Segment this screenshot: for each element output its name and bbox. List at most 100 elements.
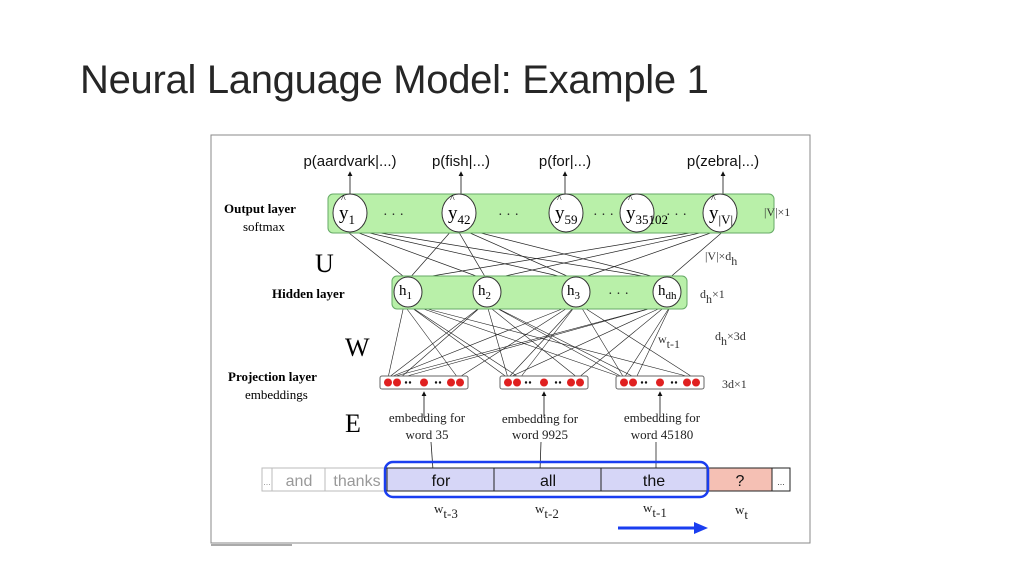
hidden-layer-label: Hidden layer bbox=[272, 286, 345, 301]
weight-edge bbox=[635, 304, 672, 379]
svg-text:h2: h2 bbox=[478, 283, 491, 302]
svg-text:hdh: hdh bbox=[658, 283, 677, 302]
weight-edge bbox=[347, 228, 488, 281]
weight-edge bbox=[411, 304, 695, 379]
U-dim: |V|×dh bbox=[705, 249, 737, 268]
word-for: for bbox=[432, 473, 451, 490]
edges bbox=[343, 171, 727, 379]
svg-text:y1: y1 bbox=[339, 203, 355, 227]
projection-vector bbox=[499, 375, 589, 418]
hidden-ellipsis: · · · bbox=[608, 287, 629, 302]
weight-edge bbox=[387, 304, 573, 379]
output-prob-zebra: p(zebra|...) bbox=[687, 153, 759, 170]
word-ellipsis-after: ... bbox=[777, 477, 785, 487]
weight-edge bbox=[399, 304, 484, 379]
arrow-right-icon bbox=[618, 522, 708, 534]
output-ellipsis: · · · bbox=[666, 208, 687, 223]
weight-edge bbox=[403, 304, 459, 379]
projection-dim: 3d×1 bbox=[722, 377, 747, 391]
W-matrix-label: W bbox=[345, 333, 370, 362]
weight-edge bbox=[387, 304, 406, 379]
projection-vector bbox=[615, 375, 705, 418]
weight-edge bbox=[456, 228, 488, 281]
weight-edge bbox=[460, 228, 577, 281]
output-node: y1^ bbox=[332, 193, 368, 233]
context-window bbox=[383, 460, 710, 499]
weight-edge bbox=[407, 228, 454, 281]
embedding-label: word 35 bbox=[406, 427, 449, 442]
word-target: ? bbox=[736, 473, 745, 490]
weight-edge bbox=[464, 227, 668, 281]
embedding-label: embedding for bbox=[502, 411, 579, 426]
output-node: y|V|^ bbox=[702, 193, 738, 233]
hidden-node: hdh bbox=[652, 276, 682, 308]
weight-edge bbox=[399, 304, 664, 379]
weight-edge bbox=[575, 228, 723, 281]
weight-edge bbox=[407, 227, 715, 281]
output-node: y59^ bbox=[548, 193, 584, 233]
hidden-node: h2 bbox=[472, 276, 502, 308]
weight-edge bbox=[387, 304, 484, 379]
output-ellipsis: · · · bbox=[383, 208, 404, 223]
word-all: all bbox=[540, 473, 556, 490]
projection-layer-sublabel: embeddings bbox=[245, 387, 308, 402]
output-dim: |V|×1 bbox=[764, 205, 790, 219]
embedding-label: embedding for bbox=[624, 410, 701, 425]
weight-edge bbox=[457, 304, 573, 379]
word-the: the bbox=[643, 473, 665, 490]
weight-edge bbox=[579, 304, 695, 379]
svg-text:^: ^ bbox=[341, 194, 346, 205]
svg-text:y|V|: y|V| bbox=[709, 203, 733, 227]
U-matrix-label: U bbox=[315, 249, 334, 278]
weight-edge bbox=[507, 304, 668, 379]
weight-edge bbox=[486, 304, 579, 379]
W-note: wt-1 bbox=[658, 332, 680, 351]
W-dim: dh×3d bbox=[715, 329, 746, 348]
word-thanks: thanks bbox=[333, 473, 380, 490]
output-layer-label: Output layer bbox=[224, 201, 296, 216]
hidden-node: h3 bbox=[561, 276, 591, 308]
weight-edge bbox=[490, 304, 625, 379]
svg-text:y42: y42 bbox=[448, 203, 471, 227]
weight-edge bbox=[387, 304, 664, 379]
weight-edge bbox=[407, 304, 509, 379]
weight-edge bbox=[579, 304, 625, 379]
weight-edge bbox=[407, 304, 521, 379]
output-prob-aardvark: p(aardvark|...) bbox=[303, 153, 396, 170]
svg-text:^: ^ bbox=[711, 194, 716, 205]
svg-text:h3: h3 bbox=[567, 283, 581, 302]
output-node: y35102^ bbox=[619, 193, 668, 233]
projection-layer-label: Projection layer bbox=[228, 369, 317, 384]
weight-edge bbox=[666, 228, 727, 281]
output-node: y42^ bbox=[441, 193, 477, 233]
position-label: wt bbox=[735, 502, 748, 522]
embedding-label: word 9925 bbox=[512, 427, 568, 442]
weight-edge bbox=[355, 227, 668, 281]
weight-edge bbox=[623, 304, 672, 379]
weight-edge bbox=[486, 304, 509, 379]
position-label: wt-3 bbox=[434, 501, 458, 521]
weight-edge bbox=[351, 227, 577, 281]
position-label: wt-2 bbox=[535, 501, 559, 521]
output-ellipsis: · · · bbox=[498, 208, 519, 223]
weight-edge bbox=[343, 228, 409, 281]
weight-edge bbox=[411, 304, 625, 379]
output-prob-for: p(for|...) bbox=[539, 153, 591, 170]
svg-text:y35102: y35102 bbox=[626, 203, 668, 227]
weight-edge bbox=[577, 304, 668, 379]
hidden-layer-box bbox=[391, 275, 688, 310]
weight-edge bbox=[507, 304, 577, 379]
hidden-dim: dh×1 bbox=[700, 287, 725, 306]
embedding-label: embedding for bbox=[389, 410, 466, 425]
embedding-label: word 45180 bbox=[631, 427, 693, 442]
hidden-node: h1 bbox=[393, 276, 423, 308]
E-matrix-label: E bbox=[345, 409, 361, 438]
slide-title: Neural Language Model: Example 1 bbox=[80, 58, 709, 102]
output-layer-sublabel: softmax bbox=[243, 219, 285, 234]
weight-edge bbox=[486, 227, 719, 281]
svg-text:^: ^ bbox=[557, 194, 562, 205]
weight-edge bbox=[519, 304, 577, 379]
output-prob-fish: p(fish|...) bbox=[432, 153, 490, 170]
word-ellipsis: ... bbox=[263, 477, 271, 487]
